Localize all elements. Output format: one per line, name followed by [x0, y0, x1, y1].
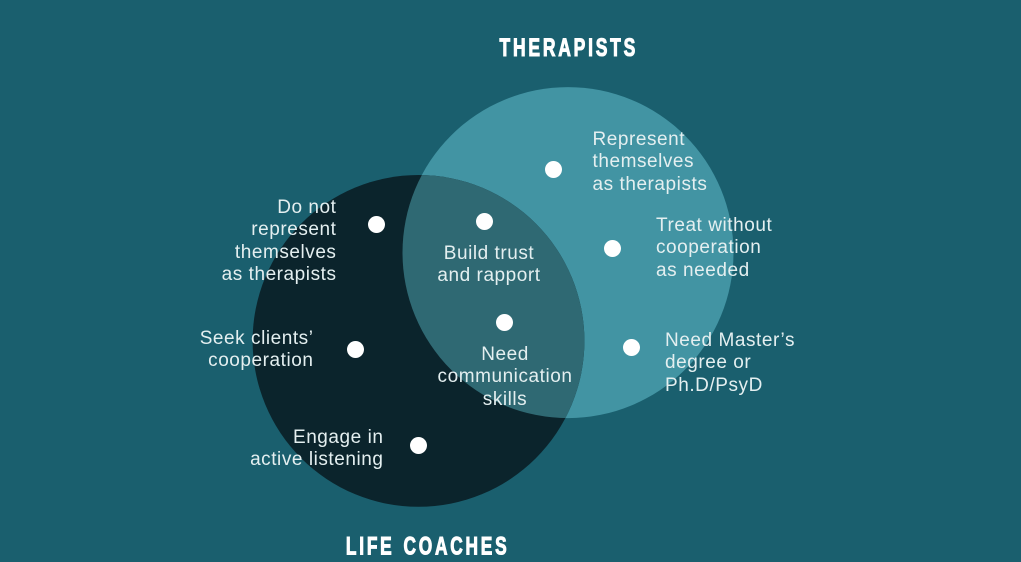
svg-text:THERAPISTS: THERAPISTS: [500, 34, 639, 62]
svg-text:LIFE COACHES: LIFE COACHES: [346, 532, 510, 560]
